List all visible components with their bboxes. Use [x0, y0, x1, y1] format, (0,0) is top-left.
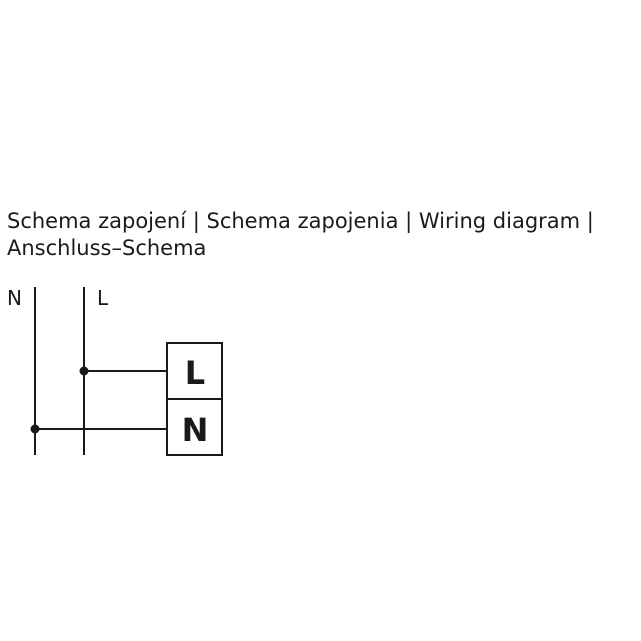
neutral-junction-dot	[30, 424, 40, 434]
diagram-title-line-1: Schema zapojení | Schema zapojenia | Wir…	[7, 209, 594, 233]
terminal-live-label: L	[185, 354, 205, 392]
diagram-title: Schema zapojení | Schema zapojenia | Wir…	[7, 208, 637, 262]
diagram-title-line-2: Anschluss–Schema	[7, 236, 207, 260]
terminal-neutral-label: N	[182, 411, 209, 449]
live-junction-dot	[79, 366, 89, 376]
live-wire-label: L	[97, 286, 109, 310]
neutral-wire-label: N	[7, 286, 22, 310]
